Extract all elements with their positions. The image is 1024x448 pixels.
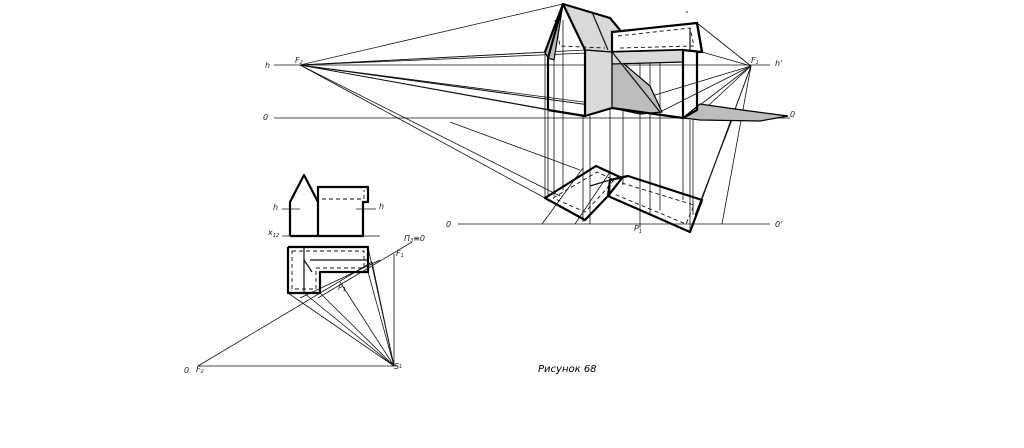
- flat-roof-top: [610, 21, 704, 54]
- label-h-left: h: [265, 61, 270, 70]
- horizon-and-ground-lines: [274, 64, 790, 225]
- label-o-lower-right: 0': [775, 220, 782, 229]
- plan-view: [197, 241, 413, 367]
- label-o-lower-left: 0: [446, 220, 451, 229]
- label-p1-upper: P1: [634, 224, 642, 235]
- label-h-right: h': [775, 59, 782, 68]
- picture-plane-trace: [317, 241, 413, 299]
- perspective-house: [543, 2, 789, 122]
- ground-shadow-right: [681, 103, 789, 122]
- label-h-small-left: h: [273, 203, 278, 212]
- rays-from-f2: [299, 3, 684, 199]
- label-f2-bottom: F2: [196, 365, 204, 375]
- flat-block-front-wall: [611, 49, 684, 65]
- labels: h h' 0 0 0 0' F2 F1 P1 h h x12 Π3≡0 F1 P…: [184, 56, 795, 375]
- label-o-upper-left: 0: [263, 113, 268, 122]
- label-p1-plan: P1: [338, 283, 346, 293]
- figure-caption: Рисунок 68: [538, 364, 597, 375]
- label-h-small-right: h: [379, 202, 384, 211]
- label-f1-plan: F1: [396, 249, 404, 259]
- plan-left-wing: [543, 164, 624, 222]
- label-o-upper-right: 0: [790, 110, 795, 119]
- label-f1-upper: F1: [751, 56, 759, 66]
- gable-front-wall: [584, 49, 613, 117]
- perspective-plan: [541, 164, 704, 234]
- label-x12: x12: [267, 228, 279, 239]
- label-o-bottom: 0: [184, 366, 189, 375]
- front-view: [282, 173, 380, 238]
- plan-right-wing: [606, 174, 704, 234]
- label-pi3: Π3≡0: [404, 234, 425, 244]
- label-s1: S1: [394, 362, 402, 371]
- label-f2-upper: F2: [295, 56, 303, 66]
